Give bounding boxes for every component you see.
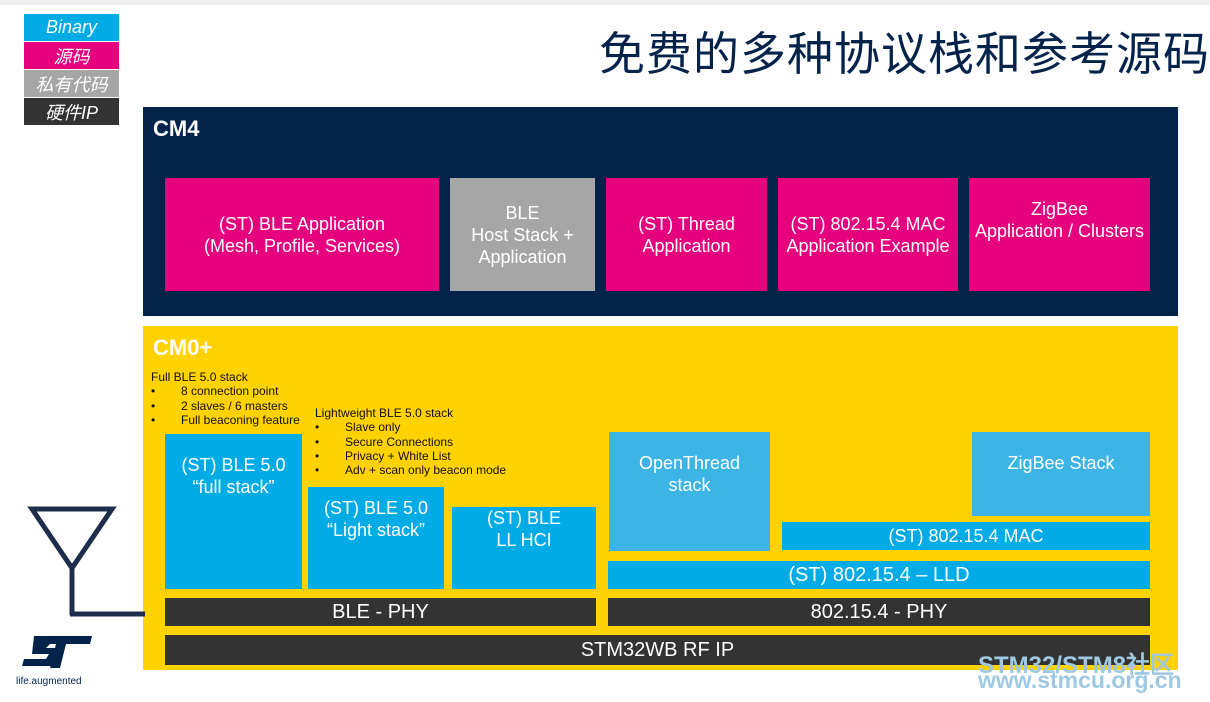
cm0-label: CM0+	[153, 335, 213, 360]
antenna-icon	[27, 506, 145, 617]
page-title: 免费的多种协议栈和参考源码	[599, 27, 1210, 81]
ble-application-box: (ST) BLE Application(Mesh, Profile, Serv…	[165, 178, 439, 291]
watermark-title: STM32/STM8社区	[978, 652, 1175, 679]
phy-154-box: 802.15.4 - PHY	[608, 598, 1150, 626]
ble-phy-box: BLE - PHY	[165, 598, 596, 626]
top-border	[0, 0, 1210, 5]
mac-box: (ST) 802.15.4 MAC	[782, 522, 1150, 550]
legend-hardware-ip: 硬件IP	[24, 98, 119, 125]
full-stack-note: Full BLE 5.0 stack 8 connection point 2 …	[151, 370, 311, 427]
ble-full-stack-box: (ST) BLE 5.0“full stack”	[165, 434, 302, 589]
cm4-label: CM4	[153, 116, 200, 141]
rf-ip-box: STM32WB RF IP	[165, 635, 1150, 665]
ble-light-stack-box: (ST) BLE 5.0“Light stack”	[308, 487, 444, 589]
watermark-url: www.stmcu.org.cn	[978, 667, 1182, 693]
st-logo-icon	[22, 636, 92, 668]
legend-binary: Binary	[24, 14, 119, 41]
zigbee-stack-box: ZigBee Stack	[972, 432, 1150, 516]
light-stack-note: Lightweight BLE 5.0 stack Slave only Sec…	[315, 406, 535, 478]
logo-tagline: life.augmented	[16, 676, 82, 687]
legend-source: 源码	[24, 42, 119, 69]
legend-private: 私有代码	[24, 70, 119, 97]
lld-box: (ST) 802.15.4 – LLD	[608, 561, 1150, 589]
